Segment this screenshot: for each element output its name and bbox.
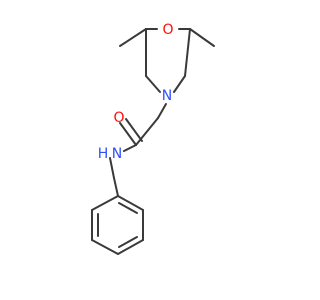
- bond-ring-c3-n: [173, 75, 186, 93]
- bonds: [91, 28, 215, 255]
- bond-ring-n-c4: [145, 75, 161, 93]
- bond-ph-3: [117, 239, 144, 255]
- molecule-diagram: O N O N H: [91, 22, 215, 255]
- bond-ph-inner-2: [118, 236, 138, 248]
- atom-labels: O N O N H: [98, 22, 174, 162]
- bond-ring-c2-c3: [184, 28, 191, 77]
- amide-hydrogen-label: H: [98, 146, 109, 162]
- ring-oxygen-label: O: [162, 22, 173, 38]
- bond-methyl-right: [189, 28, 215, 47]
- bond-carbonyl-o-1: [119, 122, 137, 146]
- bond-carbonyl-n: [123, 144, 137, 152]
- bond-methyl-left: [119, 28, 147, 47]
- bond-nh-ch2: [109, 157, 115, 179]
- ring-nitrogen-label: N: [162, 88, 172, 104]
- bond-n-ch2: [157, 103, 167, 119]
- amide-nitrogen-label: N: [112, 146, 122, 162]
- bond-ph-4: [91, 239, 119, 255]
- bond-carbonyl-o-2: [125, 118, 143, 142]
- bond-ph-6: [91, 195, 119, 211]
- carbonyl-oxygen-label: O: [113, 110, 124, 126]
- bond-ph-1: [117, 195, 144, 211]
- bond-ch2-carbonyl: [135, 117, 159, 146]
- structure-svg: O N O N H: [91, 22, 215, 255]
- bond-ch2-phenyl: [113, 177, 119, 197]
- bond-ph-inner-1: [118, 202, 138, 214]
